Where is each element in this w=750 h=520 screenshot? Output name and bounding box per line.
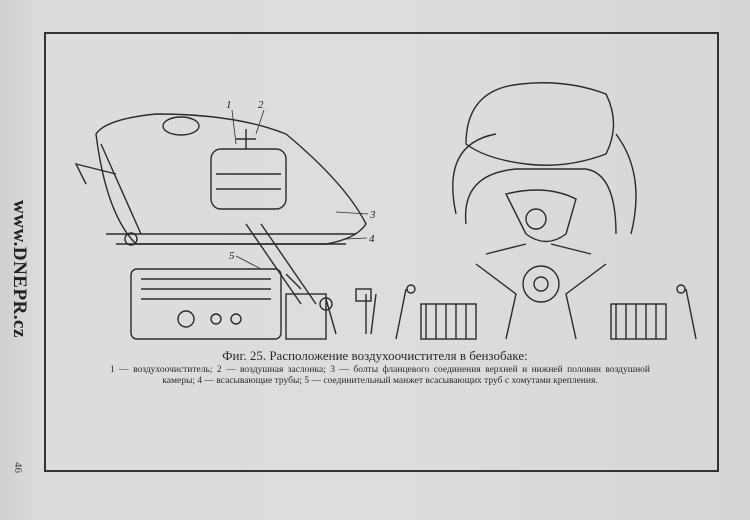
- side-view-engine: [130, 268, 377, 340]
- callout-1: 1: [226, 99, 232, 111]
- callout-4: 4: [369, 233, 375, 245]
- page-number: 46: [12, 462, 24, 473]
- side-view-tank: [74, 113, 367, 305]
- callouts: 1 2 3 4 5: [226, 99, 376, 262]
- page-frame: [44, 32, 719, 472]
- figure-title: Фиг. 25. Расположение воздухоочистителя …: [222, 348, 528, 363]
- technical-drawing: 1 2 3 4 5: [74, 82, 697, 340]
- front-view: [395, 82, 697, 340]
- callout-3: 3: [369, 209, 376, 221]
- callout-2: 2: [258, 99, 264, 111]
- figure-legend: 1 — воздухоочиститель; 2 — воздушная зас…: [110, 365, 650, 386]
- watermark: www.DNEPR.cz: [9, 200, 30, 338]
- callout-5: 5: [229, 250, 235, 262]
